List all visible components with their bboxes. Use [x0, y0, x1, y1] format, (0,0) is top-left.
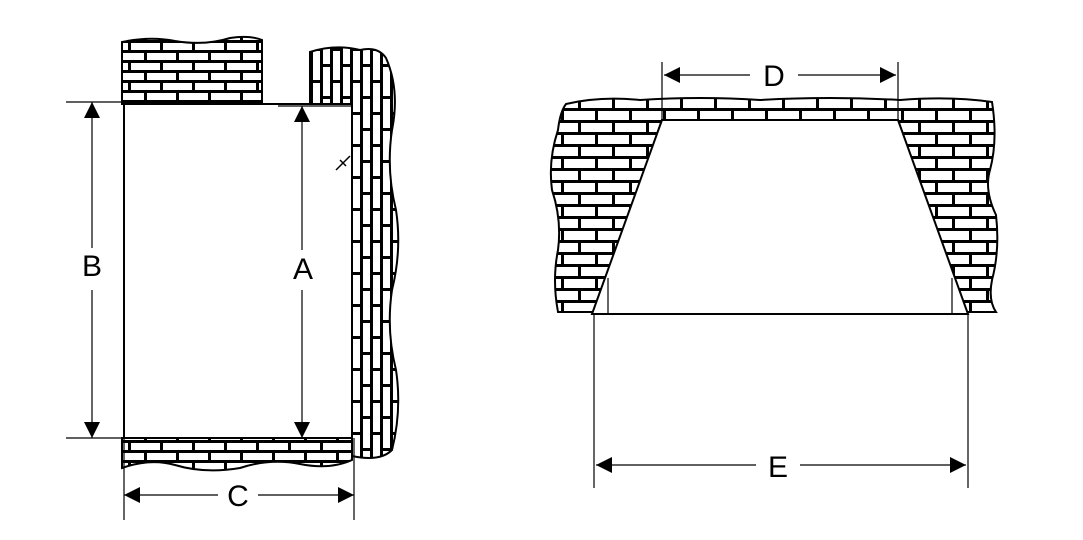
dimension-c: C — [124, 480, 354, 513]
door-frame — [123, 103, 353, 439]
dimension-d: D — [664, 60, 896, 93]
top-left-brick-wall — [121, 35, 263, 105]
label-a: A — [293, 253, 313, 286]
dimension-a: A — [293, 106, 313, 438]
bottom-brick-wall — [121, 437, 353, 472]
label-b: B — [82, 250, 102, 283]
extension-lines-right — [593, 62, 969, 488]
right-brick-wall — [309, 46, 400, 459]
dimension-b: B — [82, 102, 102, 438]
dimension-e: E — [596, 451, 966, 484]
hinge-mark-icon — [335, 155, 351, 171]
label-d: D — [763, 60, 785, 93]
upper-brick-wall — [549, 97, 999, 313]
label-e: E — [768, 451, 788, 484]
tapered-opening-diagram: D E — [549, 60, 999, 488]
door-opening-diagram: B A C — [66, 35, 400, 520]
label-c: C — [227, 480, 249, 513]
frame-inner-lines — [607, 278, 953, 314]
